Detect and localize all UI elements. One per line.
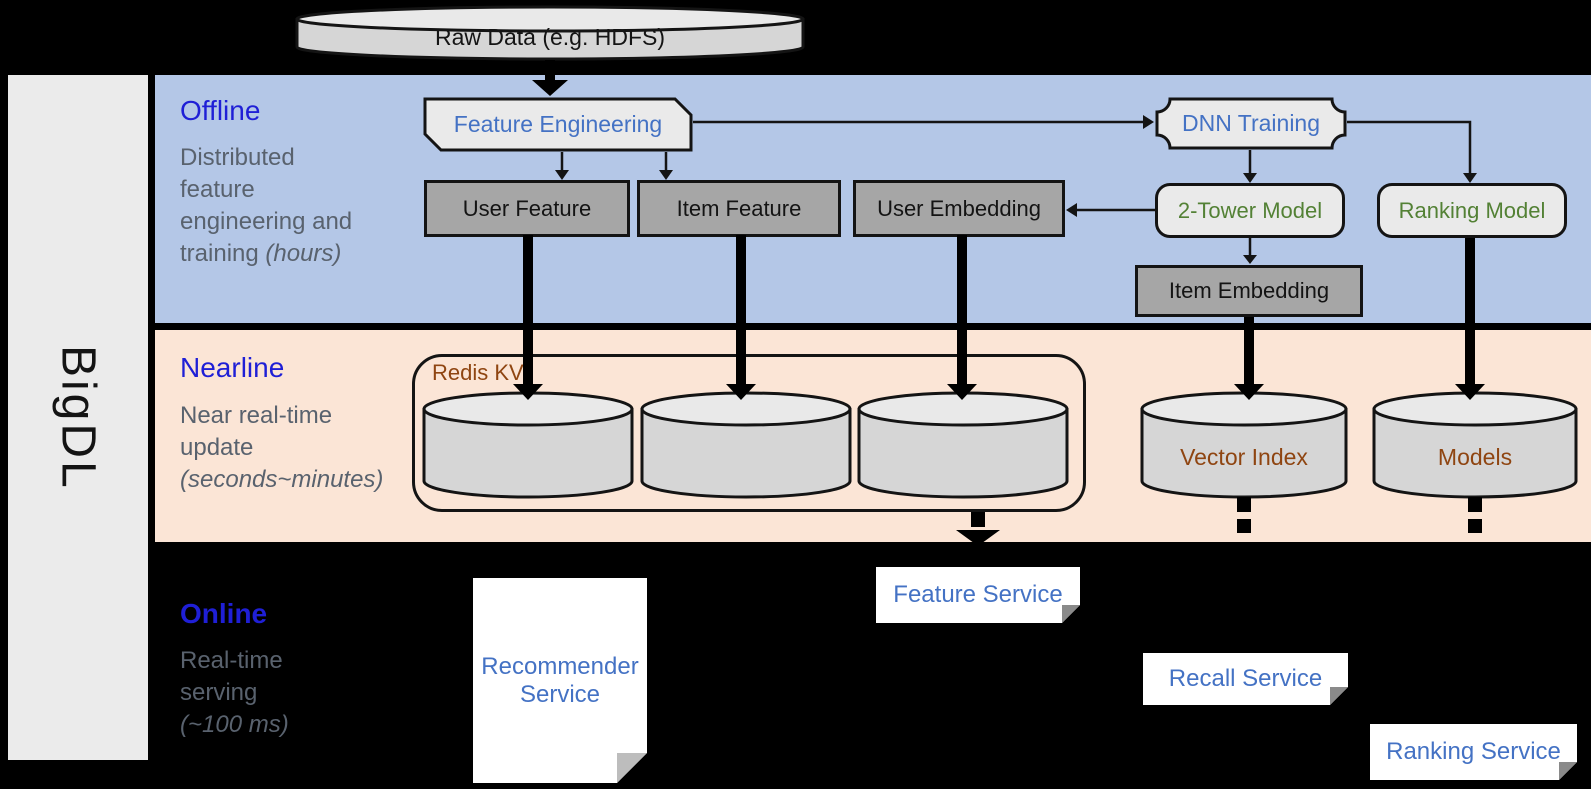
feature-service-box: Feature Service (876, 567, 1080, 623)
recommender-service-doc: Recommender Service (473, 578, 647, 783)
two-tower-model-box: 2-Tower Model (1155, 183, 1345, 238)
models-cylinder: Models (1372, 390, 1578, 500)
offline-desc-line1: Distributed (180, 144, 295, 171)
online-section-desc: Real-time serving (~100 ms) (180, 645, 440, 741)
redis-cylinder-3 (857, 390, 1069, 500)
recall-service-box: Recall Service (1143, 653, 1348, 705)
item-embedding-box: Item Embedding (1135, 265, 1363, 317)
offline-desc-line4: training (hours) (180, 238, 440, 270)
online-section-label: Online (180, 598, 268, 629)
redis-kv-container (412, 354, 1086, 512)
recommender-service-label: Recommender Service (481, 652, 639, 708)
offline-desc-line4-plain: training (180, 240, 266, 267)
offline-desc-line2: feature (180, 176, 255, 203)
item-feature-box: Item Feature (637, 180, 841, 237)
nearline-section-label: Nearline (180, 352, 285, 383)
dnn-training-label: DNN Training (1181, 110, 1321, 136)
vector-index-label: Vector Index (1180, 443, 1308, 470)
ranking-service-box: Ranking Service (1370, 724, 1577, 780)
raw-data-label: Raw Data (e.g. HDFS) (434, 23, 666, 50)
nearline-desc-line2: update (180, 434, 254, 461)
nearline-desc-line3-italic: (seconds~minutes) (180, 466, 384, 493)
redis-cylinder-2 (640, 390, 852, 500)
offline-section-desc: Distributed feature engineering and trai… (180, 142, 440, 270)
online-desc-line3-italic: (~100 ms) (180, 711, 289, 738)
online-desc-line2: serving (180, 679, 258, 706)
offline-section-label: Offline (180, 95, 261, 126)
nearline-section-desc: Near real-time update (seconds~minutes) (180, 400, 440, 496)
nearline-desc-line1: Near real-time (180, 402, 333, 429)
redis-kv-label: Redis KV (432, 360, 524, 385)
feature-engineering-label: Feature Engineering (453, 111, 663, 137)
feature-engineering-node: Feature Engineering (423, 97, 693, 152)
raw-data-cylinder-shape (295, 5, 805, 61)
bigdl-logo-text: BigDL (51, 344, 105, 491)
dnn-training-shape (1155, 97, 1347, 150)
redis-cylinder-1 (422, 390, 634, 500)
nearline-desc-line3: (seconds~minutes) (180, 464, 440, 496)
raw-data-cylinder: Raw Data (e.g. HDFS) (295, 4, 805, 62)
online-desc-line1: Real-time (180, 647, 283, 674)
vector-index-cylinder: Vector Index (1140, 390, 1348, 500)
user-embedding-box: User Embedding (853, 180, 1065, 237)
offline-desc-line4-italic: (hours) (265, 240, 342, 267)
bigdl-sidebar: BigDL (8, 75, 148, 760)
recall-service-label: Recall Service (1168, 665, 1323, 692)
recommender-service-fold-corner (617, 753, 647, 783)
feature-engineering-shape (423, 97, 693, 152)
user-feature-box: User Feature (424, 180, 630, 237)
ranking-model-box: Ranking Model (1377, 183, 1567, 238)
ranking-service-label: Ranking Service (1386, 738, 1561, 765)
feature-service-label: Feature Service (893, 581, 1063, 608)
models-label: Models (1437, 443, 1513, 470)
feature-service-fold-corner (1062, 605, 1080, 623)
recall-service-fold-corner (1330, 687, 1348, 705)
online-desc-line3: (~100 ms) (180, 709, 440, 741)
ranking-service-fold-corner (1559, 762, 1577, 780)
dnn-training-node: DNN Training (1155, 97, 1347, 150)
offline-desc-line3: engineering and (180, 208, 353, 235)
